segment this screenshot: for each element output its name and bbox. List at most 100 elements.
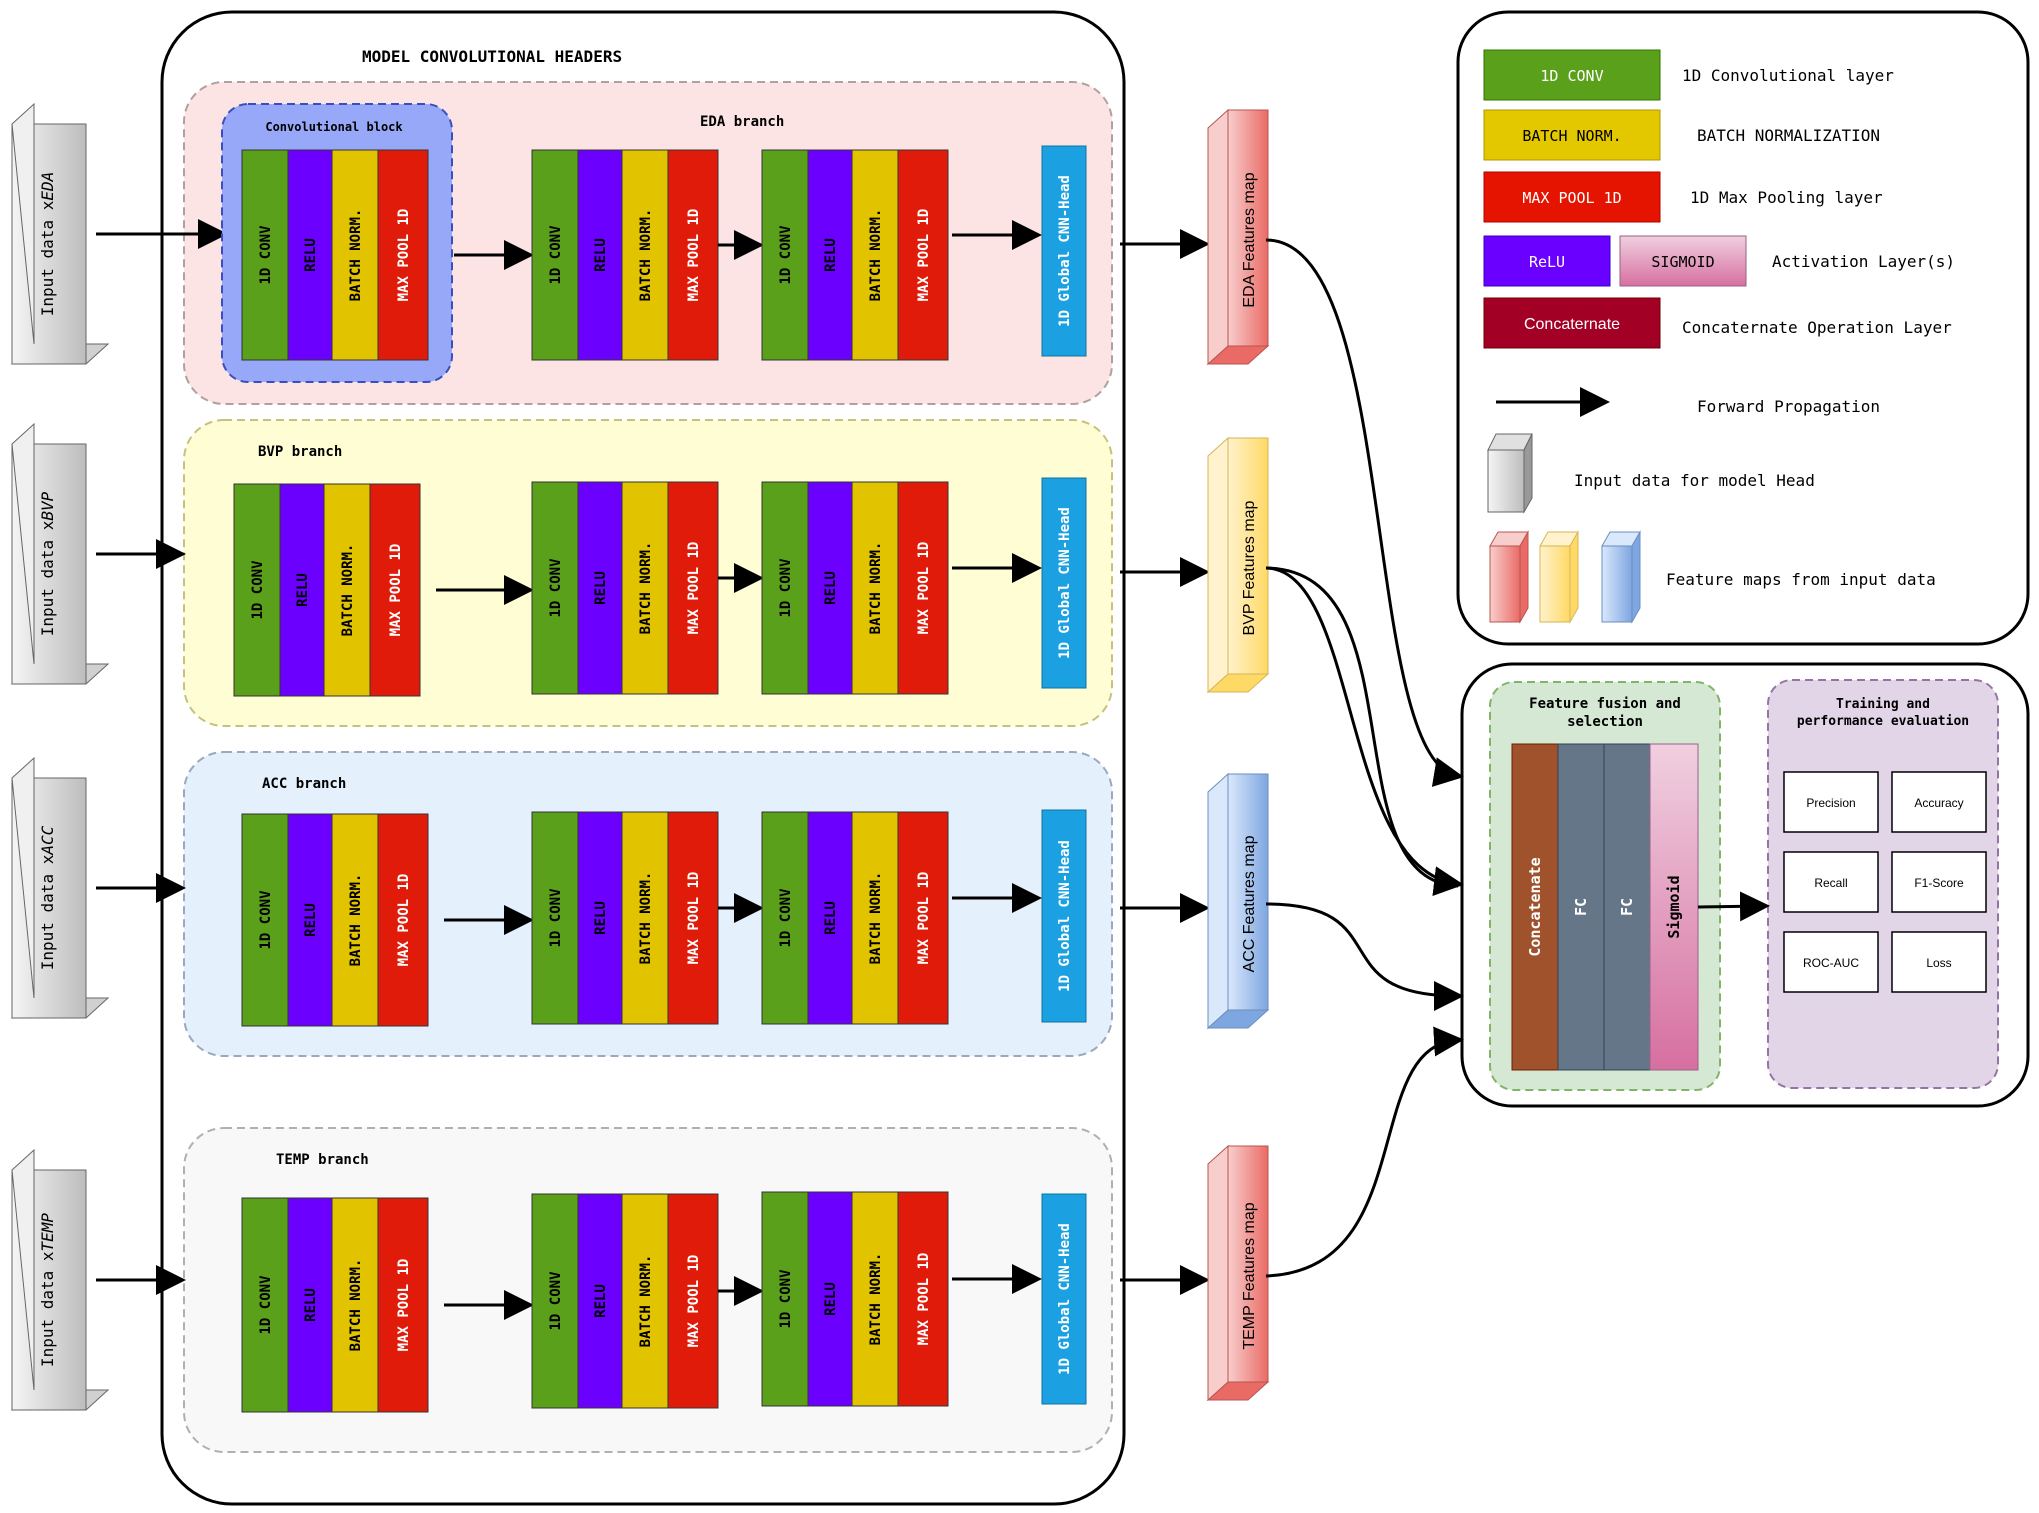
branch-eda-block-2-relu-layer xyxy=(577,149,623,361)
legend-concat-swatch xyxy=(1483,297,1661,349)
branch-bvp-global-head-label: 1D Global CNN-Head xyxy=(1057,507,1073,659)
branch-acc-label: ACC branch xyxy=(262,776,346,792)
branch-bvp-block-2-conv-layer xyxy=(531,481,579,695)
metric-roc-auc-box xyxy=(1783,931,1879,993)
branch-eda-block-2-bn-label: BATCH NORM. xyxy=(638,209,654,302)
branch-bvp-block-1-pool-label: MAX POOL 1D xyxy=(388,544,404,637)
branch-eda-block-1-bn-label: BATCH NORM. xyxy=(348,209,364,302)
fusion-sigmoid-label: Sigmoid xyxy=(1665,875,1683,938)
branch-eda-block-3-bn-layer xyxy=(851,149,899,361)
fusion-fc2-label: FC xyxy=(1618,898,1636,916)
branch-bvp-block-3-bn-layer xyxy=(851,481,899,695)
legend-conv-box-label: 1D CONV xyxy=(1540,67,1603,85)
branch-temp-block-3-conv-label: 1D CONV xyxy=(778,1269,794,1329)
conv-block-label: Convolutional block xyxy=(265,120,403,134)
branch-temp-block-3-conv-layer xyxy=(761,1191,809,1407)
branch-temp-block-2-conv-layer xyxy=(531,1193,579,1409)
legend-sigmoid-swatch xyxy=(1619,235,1747,287)
legend-feature-cube-blue-icon xyxy=(1601,530,1641,624)
acc-to-fusion-curve xyxy=(1265,902,1464,1011)
branch-acc-block-2-bn-layer xyxy=(621,811,669,1025)
branch-acc-block-1-relu-label: RELU xyxy=(303,903,319,937)
branch-bvp-block-2-bn-label: BATCH NORM. xyxy=(638,542,654,635)
legend-activation-desc: Activation Layer(s) xyxy=(1772,252,1955,271)
branch-acc-block-3-pool-label: MAX POOL 1D xyxy=(916,872,932,965)
fusion-to-training-arrow xyxy=(1697,891,1770,922)
branch-bvp-block-3-pool-label: MAX POOL 1D xyxy=(916,542,932,635)
branch-temp-block-2-relu-layer xyxy=(577,1193,623,1409)
legend-container xyxy=(1456,10,2030,646)
branch-temp-block-2-pool-layer xyxy=(667,1193,719,1409)
training-title-line2: performance evaluation xyxy=(1797,714,1969,729)
legend-conv-desc: 1D Convolutional layer xyxy=(1682,66,1894,85)
metric-f1-score-box xyxy=(1891,851,1987,913)
metric-precision-box xyxy=(1783,771,1879,833)
fusion-title-line1: Feature fusion and xyxy=(1529,696,1681,712)
branch-acc-block-3-bn-label: BATCH NORM. xyxy=(868,872,884,965)
feature-map-eda-cube xyxy=(1206,108,1270,366)
branch-temp-block-1-bn-layer xyxy=(331,1197,379,1413)
branch-bvp-block-3-conv-label: 1D CONV xyxy=(778,558,794,618)
branch-temp-block-3-relu-label: RELU xyxy=(823,1282,839,1316)
branch-acc-block-3-relu-layer xyxy=(807,811,853,1025)
branch-eda-block-3-pool-label: MAX POOL 1D xyxy=(916,209,932,302)
temp-to-fusion-curve xyxy=(1265,1026,1464,1278)
legend-feature-cube-yellow-icon xyxy=(1539,530,1579,624)
branch-temp-block-2-pool-label: MAX POOL 1D xyxy=(686,1255,702,1348)
fusion-fc1-label: FC xyxy=(1572,898,1590,916)
eda-to-fusion-curve xyxy=(1265,238,1464,787)
feature-map-temp-label: TEMP Features map xyxy=(1241,1202,1258,1349)
branch-eda-block-1-pool-label: MAX POOL 1D xyxy=(396,209,412,302)
branch-acc-block-3-conv-layer xyxy=(761,811,809,1025)
branch-acc-block-1-conv-label: 1D CONV xyxy=(258,890,274,950)
branch-eda-block-1-pool-layer xyxy=(377,149,429,361)
branch-eda-block-2-pool-layer xyxy=(667,149,719,361)
branch-acc-block-1-relu-layer xyxy=(287,813,333,1027)
metric-precision-label: Precision xyxy=(1806,796,1855,810)
input-bvp-cube xyxy=(10,422,110,685)
legend-feature-cube-red-icon xyxy=(1489,530,1529,624)
branch-bvp-block-2-pool-layer xyxy=(667,481,719,695)
branch-acc-block-1-pool-layer xyxy=(377,813,429,1027)
branch-temp-global-head xyxy=(1041,1193,1087,1405)
feature-map-bvp-label: BVP Features map xyxy=(1241,500,1258,635)
branch-eda-global-head xyxy=(1041,145,1087,357)
branch-eda-block-3-relu-layer xyxy=(807,149,853,361)
legend-sigmoid-box-label: SIGMOID xyxy=(1651,253,1714,271)
branch-temp-block-1-relu-label: RELU xyxy=(303,1288,319,1322)
branch-acc-block-2-conv-layer xyxy=(531,811,579,1025)
branch-bvp-block-3-pool-layer xyxy=(897,481,949,695)
branch-eda-block-2-conv-layer xyxy=(531,149,579,361)
metric-accuracy-label: Accuracy xyxy=(1914,796,1963,810)
branch-bvp-block-1-bn-label: BATCH NORM. xyxy=(340,544,356,637)
metric-loss-box xyxy=(1891,931,1987,993)
branch-temp-block-1-pool-label: MAX POOL 1D xyxy=(396,1259,412,1352)
metric-recall-label: Recall xyxy=(1814,876,1847,890)
branch-acc-block-2-relu-layer xyxy=(577,811,623,1025)
feature-map-acc-cube xyxy=(1206,772,1270,1030)
legend-relu-swatch xyxy=(1483,235,1611,287)
legend-bn-box-label: BATCH NORM. xyxy=(1522,127,1621,145)
input-eda-cube xyxy=(10,102,110,365)
fusion-sigmoid-layer xyxy=(1649,743,1699,1071)
legend-bn-desc: BATCH NORMALIZATION xyxy=(1697,126,1880,145)
branch-acc-global-head xyxy=(1041,809,1087,1023)
branch-eda-block-1-relu-label: RELU xyxy=(303,238,319,272)
branch-temp-block-3-bn-label: BATCH NORM. xyxy=(868,1253,884,1346)
metric-f1-score-label: F1-Score xyxy=(1914,876,1964,890)
branch-bvp-block-2-conv-label: 1D CONV xyxy=(548,558,564,618)
branch-temp-label: TEMP branch xyxy=(276,1152,369,1168)
branch-temp-block-1-relu-layer xyxy=(287,1197,333,1413)
branch-acc-block-1-pool-label: MAX POOL 1D xyxy=(396,874,412,967)
legend-input-cube-icon xyxy=(1487,433,1533,514)
legend: 1D CONV 1D Convolutional layer BATCH NOR… xyxy=(1483,49,1955,624)
bvp-to-fusion-curve-2 xyxy=(1265,566,1459,888)
